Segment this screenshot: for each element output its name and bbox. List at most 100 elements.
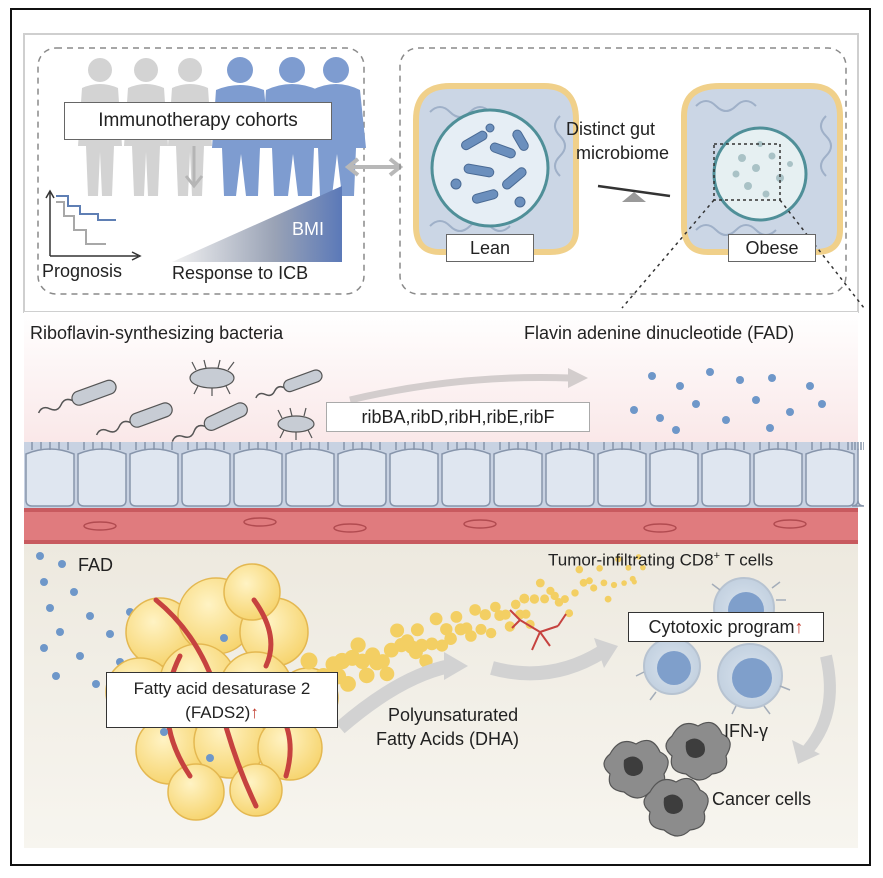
dha-dot bbox=[631, 579, 637, 585]
genes-label: ribBA,ribD,ribH,ribE,ribF bbox=[326, 402, 590, 432]
epithelial-cell bbox=[129, 448, 179, 507]
epithelial-cell bbox=[753, 448, 803, 507]
dha-dot bbox=[585, 577, 593, 585]
dha-dot bbox=[419, 654, 433, 668]
epithelial-cell bbox=[25, 448, 75, 507]
lean-gut-icon bbox=[413, 83, 579, 255]
pufa-arrow-1 bbox=[335, 659, 452, 734]
dha-dot bbox=[429, 612, 443, 626]
down-arrow-icon bbox=[184, 146, 204, 189]
dha-dot bbox=[425, 637, 439, 651]
dha-dot bbox=[546, 586, 555, 596]
dha-dot bbox=[519, 593, 530, 604]
microbiome-line2: microbiome bbox=[576, 143, 670, 163]
epithelial-cell bbox=[77, 448, 127, 507]
dha-dot bbox=[579, 578, 588, 587]
tcells-label-sup: + bbox=[713, 550, 721, 562]
zoom-line-right bbox=[779, 199, 864, 309]
dha-dot bbox=[490, 601, 501, 613]
dha-dot bbox=[400, 634, 415, 648]
dha-dot bbox=[340, 676, 356, 692]
dha-dot bbox=[635, 554, 642, 560]
dha-dot bbox=[485, 627, 497, 639]
dha-dot bbox=[415, 638, 429, 653]
fads2-up-arrow: ↑ bbox=[250, 703, 259, 722]
epithelial-cell bbox=[701, 448, 751, 507]
dha-dot bbox=[375, 654, 390, 669]
cytotoxic-text: Cytotoxic program bbox=[648, 617, 795, 637]
dha-dot bbox=[565, 609, 574, 618]
dha-dot bbox=[540, 594, 550, 604]
microbiome-line1: Distinct gut bbox=[566, 119, 656, 139]
dha-dot bbox=[350, 637, 366, 653]
gut-arrow-head bbox=[568, 368, 588, 388]
tcells-label: Tumor-infiltrating CD8+ T cells bbox=[548, 550, 773, 570]
lean-label: Lean bbox=[446, 234, 534, 262]
dendrite-icon bbox=[509, 609, 567, 651]
epithelial-cell bbox=[649, 448, 699, 507]
cancer-cells-icon bbox=[603, 721, 731, 837]
dha-dot bbox=[625, 564, 632, 571]
fads2-label: Fatty acid desaturase 2 (FADS2)↑ bbox=[106, 672, 338, 728]
dha-dot bbox=[479, 609, 491, 621]
epithelial-cell bbox=[441, 448, 491, 507]
dha-dot bbox=[604, 595, 612, 603]
cancer-cells-label: Cancer cells bbox=[712, 789, 812, 809]
dha-dot bbox=[379, 666, 395, 682]
dha-dot bbox=[358, 667, 375, 684]
epithelial-cell bbox=[493, 448, 543, 507]
red-blood-cells bbox=[83, 517, 807, 533]
diagram-artwork bbox=[23, 33, 864, 856]
bmi-gradient-ramp bbox=[172, 186, 342, 262]
pufa-line1: Polyunsaturated bbox=[388, 705, 519, 725]
dha-dot bbox=[596, 565, 603, 572]
dha-dot bbox=[590, 584, 598, 592]
ifn-label: IFN-γ bbox=[724, 721, 768, 741]
dha-dot bbox=[510, 599, 521, 610]
tcells-label-prefix: Tumor-infiltrating CD8 bbox=[548, 550, 714, 570]
dha-dot bbox=[640, 564, 646, 571]
pufa-line2: Fatty Acids (DHA) bbox=[376, 729, 520, 749]
pufa-arrow-2 bbox=[490, 645, 606, 681]
dha-dot bbox=[504, 621, 516, 632]
dha-dot bbox=[575, 565, 584, 574]
epithelial-cell bbox=[389, 448, 439, 507]
bacteria-label: Riboflavin-synthesizing bacteria bbox=[30, 323, 284, 343]
dha-dot bbox=[600, 579, 608, 587]
prognosis-label: Prognosis bbox=[42, 261, 123, 281]
cohorts-label: Immunotherapy cohorts bbox=[64, 102, 332, 140]
tcells-label-suffix: T cells bbox=[720, 550, 774, 570]
epithelial-cell bbox=[337, 448, 387, 507]
cytotoxic-up-arrow: ↑ bbox=[794, 617, 804, 637]
cytotoxic-label: Cytotoxic program↑ bbox=[628, 612, 824, 642]
balance-icon bbox=[597, 184, 671, 202]
dha-dot bbox=[300, 652, 318, 670]
dha-dot bbox=[390, 623, 405, 638]
epithelial-cell bbox=[545, 448, 595, 507]
obese-label: Obese bbox=[728, 234, 816, 262]
microbiome-dashed-box bbox=[399, 47, 847, 295]
dha-dot bbox=[475, 623, 487, 635]
dha-dot bbox=[460, 622, 473, 634]
dha-dot bbox=[450, 611, 463, 623]
bacteria-icons bbox=[37, 359, 323, 442]
gut-arrow bbox=[349, 373, 571, 404]
dha-dot bbox=[440, 623, 453, 636]
dha-dot bbox=[521, 609, 531, 619]
fad-title: Flavin adenine dinucleotide (FAD) bbox=[524, 323, 795, 343]
dha-dot bbox=[560, 595, 569, 604]
epithelial-cell bbox=[285, 448, 335, 507]
dha-dot bbox=[469, 604, 481, 616]
epithelial-cell bbox=[597, 448, 647, 507]
fads2-line2: (FADS2) bbox=[185, 703, 251, 722]
epithelial-cell bbox=[233, 448, 283, 507]
dha-dot bbox=[500, 609, 511, 620]
epithelial-cell bbox=[181, 448, 231, 507]
fads2-line1: Fatty acid desaturase 2 bbox=[133, 679, 311, 698]
fad-dots-lumen bbox=[630, 368, 826, 434]
dha-dot bbox=[571, 589, 579, 597]
ifn-arrow bbox=[799, 654, 836, 759]
fad-label: FAD bbox=[78, 555, 114, 575]
figure-frame: Immunotherapy cohorts Prognosis Response… bbox=[10, 8, 871, 866]
obese-gut-icon bbox=[681, 83, 843, 255]
